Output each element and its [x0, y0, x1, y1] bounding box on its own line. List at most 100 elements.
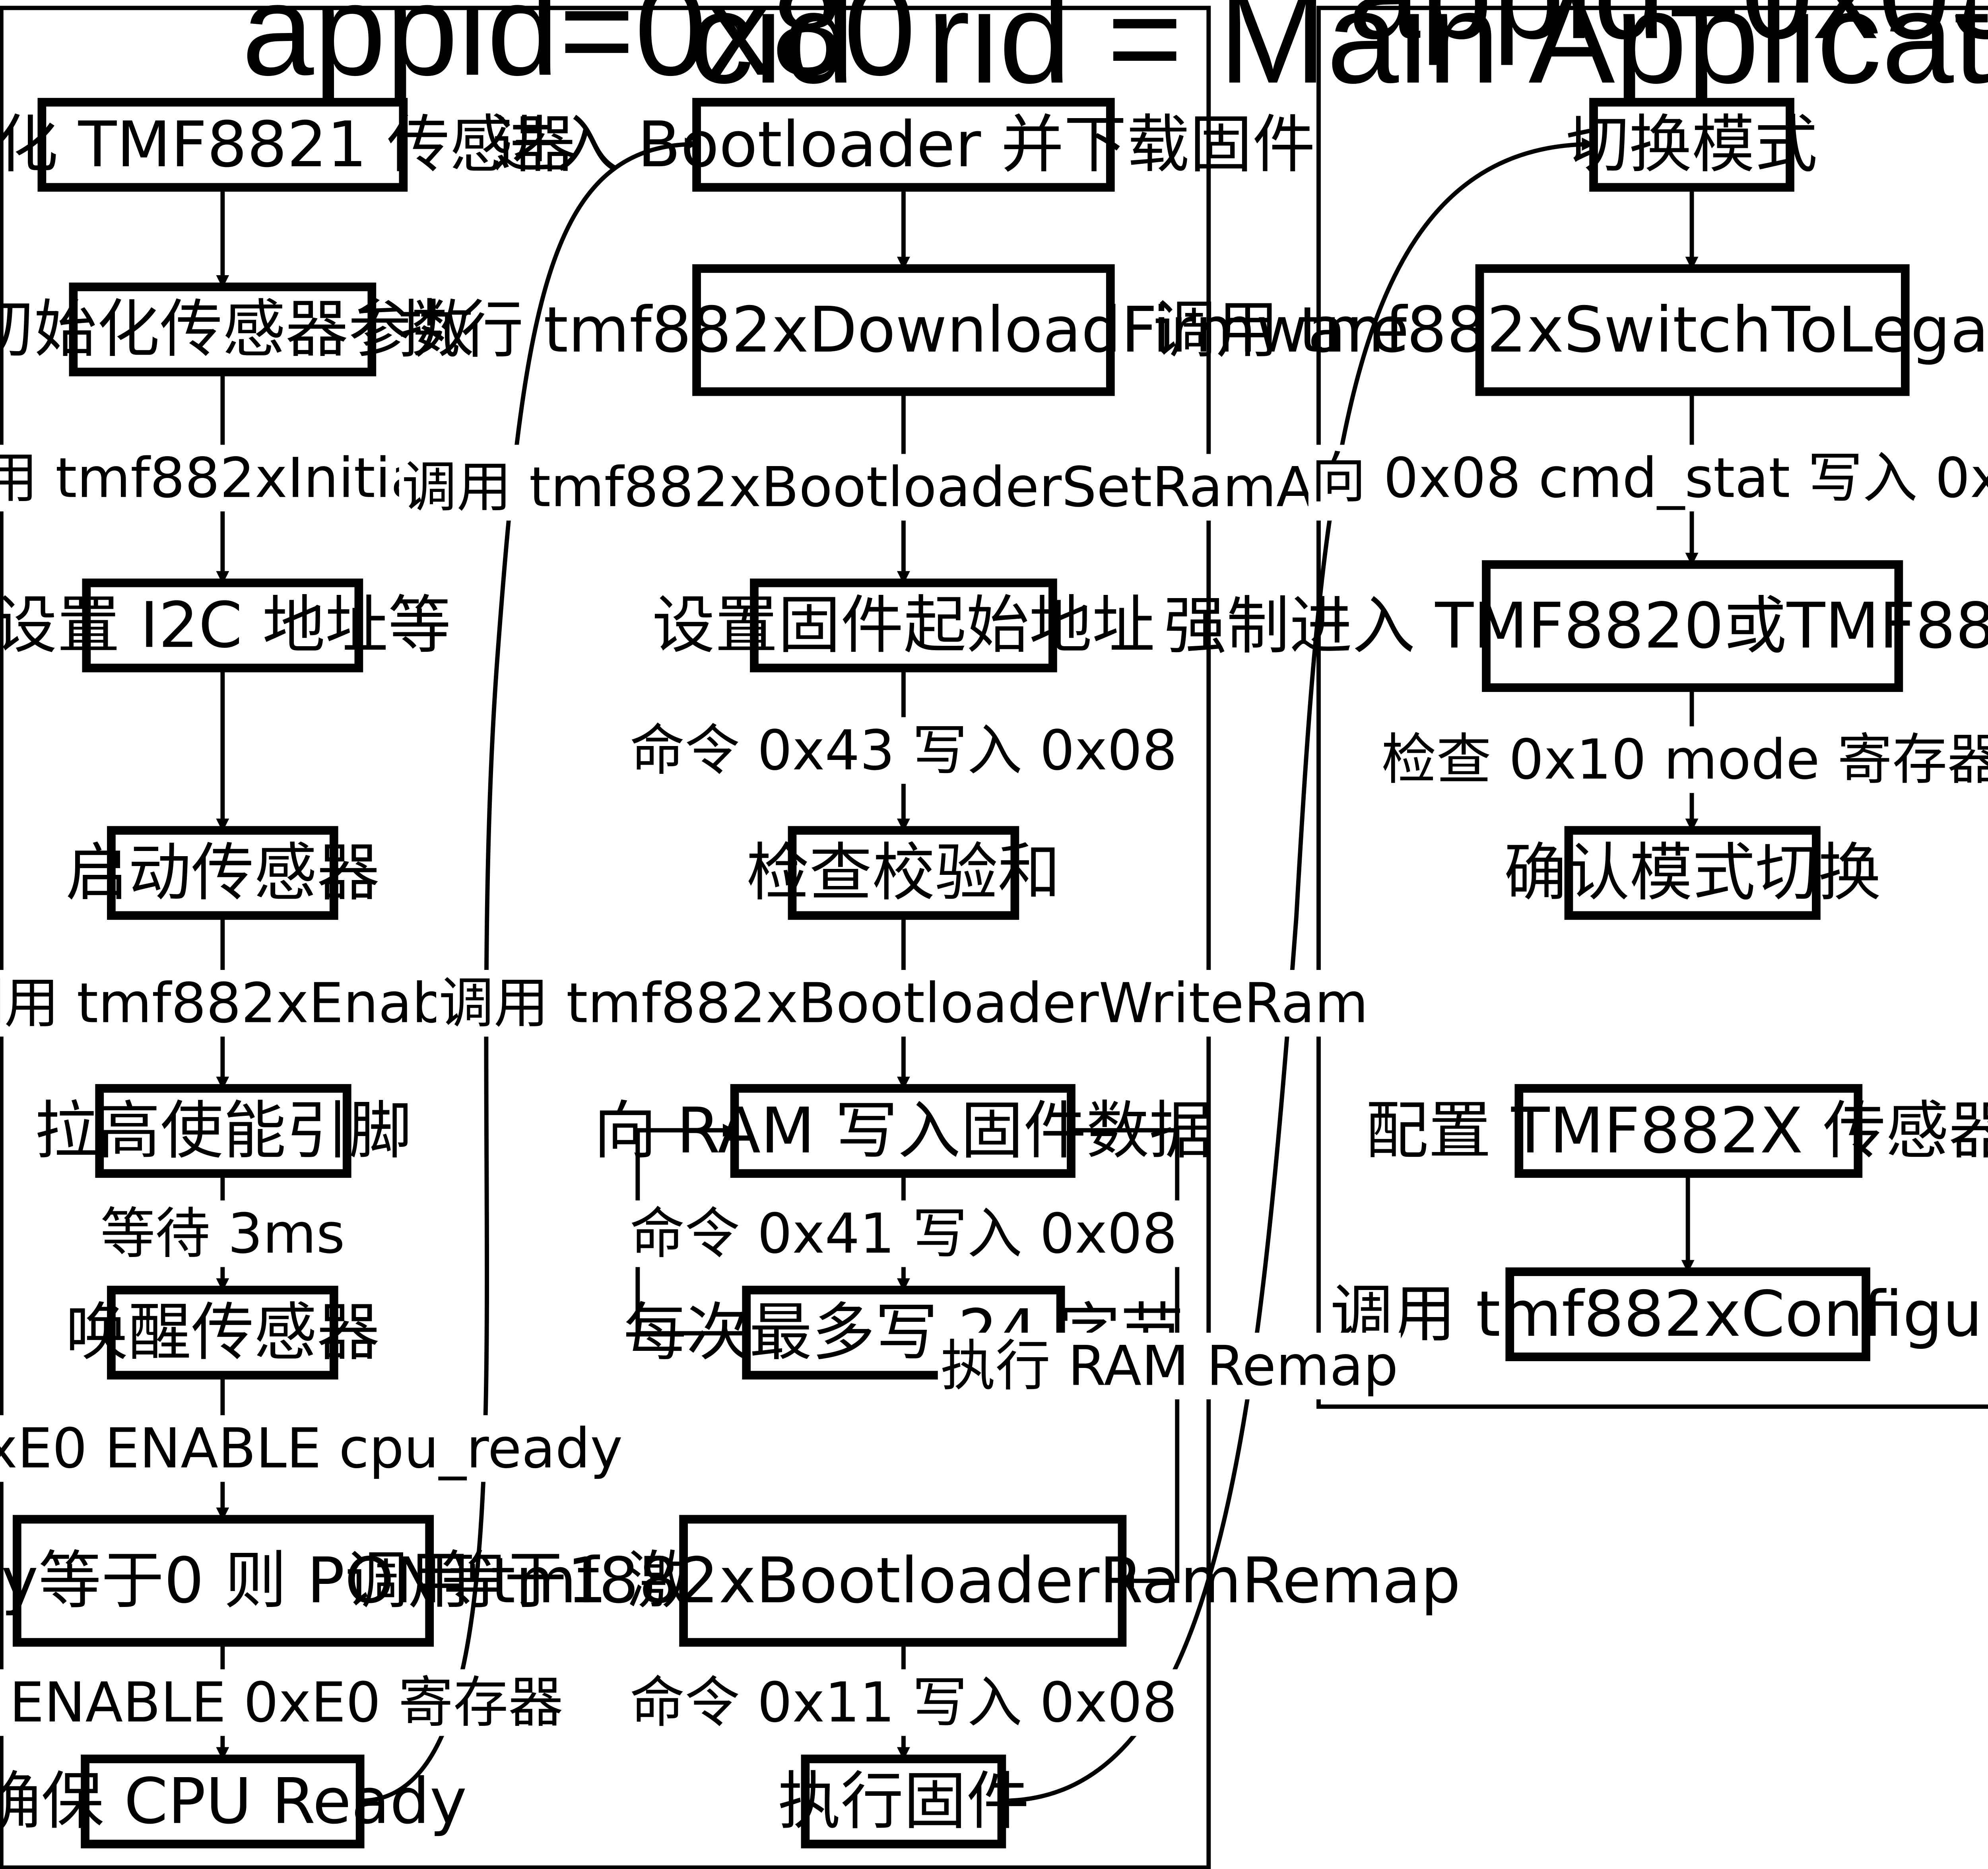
edge-label-text: 命令 0x11 写入 0x08: [630, 1671, 1177, 1735]
node-box: [69, 282, 377, 377]
edge-label-call-write-ram: 调用 tmf882xBootloaderWriteRam: [436, 970, 1371, 1037]
node-box: [750, 578, 1057, 672]
node-init-params: 初始化传感器参数: [0, 282, 474, 377]
node-label: 执行固件: [778, 1765, 1029, 1838]
edge-label-check-mode: 检查 0x10 mode 寄存器: [1378, 726, 1988, 793]
node-write-ram: 向 RAM 写入固件数据: [594, 1084, 1212, 1178]
edge-label-exec-ram-remap: 执行 RAM Remap: [938, 1333, 1401, 1399]
node-max-24-bytes: 每次最多写 24 字节: [623, 1286, 1184, 1380]
edge-label-cmd-43: 命令 0x43 写入 0x08: [627, 717, 1180, 784]
node-call-ram-remap: 调用 tmf882xBootloaderRamRemap: [345, 1515, 1461, 1647]
node-label: 执行 tmf882xDownloadFirmware: [398, 293, 1409, 367]
group-title-2-line-2: cid_rid = Main Application Register: [689, 0, 1988, 111]
group-title-2-line-1: appid=0x03: [1348, 0, 1988, 66]
edge-label-text: 调用 tmf882xEnable: [0, 971, 496, 1035]
edge-label-text: 命令 0x43 写入 0x08: [630, 719, 1177, 783]
edge-label-text: 执行 RAM Remap: [940, 1334, 1398, 1398]
node-pull-enable: 拉高使能引脚: [35, 1084, 412, 1178]
node-label: 初始化 TMF8821 传感器: [0, 108, 575, 181]
node-box: [679, 1515, 1127, 1647]
node-call-configure: 调用 tmf882xConfigure: [1330, 1267, 1988, 1361]
edge-label-text: 检查 0x10 mode 寄存器: [1381, 728, 1988, 792]
edge-label-background: [627, 1200, 1180, 1267]
edge-label-text: 向 0x08 cmd_stat 写入 0x65: [1311, 446, 1988, 510]
node-box: [107, 826, 338, 920]
node-label: 强制进入 TMF8820或TMF8821 模式: [1164, 589, 1988, 663]
edge-label-background: [0, 1669, 566, 1736]
node-box: [107, 1286, 338, 1380]
edge-label-check-e0: 检查 0xE0 ENABLE cpu_ready: [0, 1415, 625, 1482]
node-box: [1514, 1084, 1863, 1178]
node-exec-fw: 执行固件: [778, 1754, 1029, 1849]
edge-label-background: [97, 1200, 348, 1267]
node-box: [82, 578, 363, 672]
edge-label-background: [0, 1415, 625, 1482]
node-box: [1589, 98, 1794, 192]
node-label: 设置固件起始地址: [652, 589, 1155, 662]
node-box: [730, 1084, 1076, 1178]
node-label: 切换模式: [1566, 108, 1817, 181]
edge-label-background: [627, 1669, 1180, 1736]
edge-label-call-set-ram-addr: 调用 tmf882xBootloaderSetRamAddr: [399, 454, 1408, 521]
edge-label-text: 调用 tmf882xBootloaderSetRamAddr: [402, 455, 1405, 519]
edge-label-cmd-11: 命令 0x11 写入 0x08: [627, 1669, 1180, 1736]
node-label: 确保 CPU Ready: [0, 1765, 467, 1838]
node-box: [692, 264, 1115, 396]
node-set-i2c: 设置 I2C 地址等: [0, 578, 451, 672]
edge-label-text: 检查 0xE0 ENABLE cpu_ready: [0, 1416, 623, 1480]
node-label: 调用 tmf882xBootloaderRamRemap: [345, 1544, 1461, 1617]
node-box: [1505, 1267, 1870, 1361]
node-label: 调用 tmf882xConfigure: [1330, 1278, 1988, 1351]
edge-label-text: 轮询 ENABLE 0xE0 寄存器: [0, 1671, 563, 1735]
edge-label-text: 调用 tmf882xBootloaderWriteRam: [439, 971, 1369, 1035]
node-box: [95, 1084, 351, 1178]
node-init-tmf8821: 初始化 TMF8821 传感器: [0, 98, 575, 192]
node-box: [81, 1754, 365, 1849]
edge-label-background: [627, 717, 1180, 784]
node-confirm-switch: 确认模式切换: [1504, 826, 1881, 920]
node-box: [801, 1754, 1006, 1849]
node-exec-download: 执行 tmf882xDownloadFirmware: [398, 264, 1409, 396]
group-frame-2: [1316, 6, 1988, 1409]
node-box: [37, 98, 408, 192]
node-force-mode: 强制进入 TMF8820或TMF8821 模式: [1164, 560, 1988, 692]
node-label: 设置 I2C 地址等: [0, 589, 451, 662]
group-frame-1: [0, 6, 1211, 1869]
node-label: 调用 tmf882xSwitchToLegacyMode: [1153, 293, 1988, 367]
node-start-sensor: 启动传感器: [66, 826, 380, 920]
edge-label-cmd-41: 命令 0x41 写入 0x08: [627, 1200, 1180, 1267]
node-label: 配置 TMF882X 传感器: [1365, 1094, 1988, 1168]
node-config-tmf882x: 配置 TMF882X 传感器: [1365, 1084, 1988, 1178]
node-box: [692, 98, 1115, 192]
node-call-legacy: 调用 tmf882xSwitchToLegacyMode: [1153, 264, 1988, 396]
edge-label-background: [1378, 726, 1988, 793]
node-label: 拉高使能引脚: [35, 1094, 412, 1168]
node-box: [788, 826, 1019, 920]
node-label: 进入 Bootloader 并下载固件: [492, 108, 1315, 181]
edge-label-background: [938, 1333, 1401, 1399]
node-wake-sensor: 唤醒传感器: [66, 1286, 380, 1380]
edge-label-text: 命令 0x41 写入 0x08: [630, 1202, 1177, 1266]
node-label: 确认模式切换: [1504, 836, 1881, 909]
edge-label-background: [0, 970, 499, 1037]
node-box: [1475, 264, 1910, 396]
node-box: [1564, 826, 1821, 920]
edge-label-text: 等待 3ms: [100, 1202, 345, 1266]
node-label: 初始化传感器参数: [0, 293, 474, 366]
edge-label-call-enable: 调用 tmf882xEnable: [0, 970, 499, 1037]
edge-label-background: [1308, 445, 1988, 512]
edge-label-background: [436, 970, 1371, 1037]
node-ensure-cpu-ready: 确保 CPU Ready: [0, 1754, 467, 1849]
edge-label-background: [399, 454, 1408, 521]
node-label: 向 RAM 写入固件数据: [594, 1094, 1212, 1168]
node-box: [1482, 560, 1903, 692]
node-label: 启动传感器: [66, 836, 380, 909]
node-check-checksum: 检查校验和: [746, 826, 1061, 920]
node-set-fw-addr: 设置固件起始地址: [652, 578, 1155, 672]
node-box: [12, 1515, 434, 1647]
node-label: 检查校验和: [746, 836, 1060, 909]
edge-label-wait-3ms: 等待 3ms: [97, 1200, 348, 1267]
node-label: 唤醒传感器: [66, 1296, 380, 1369]
